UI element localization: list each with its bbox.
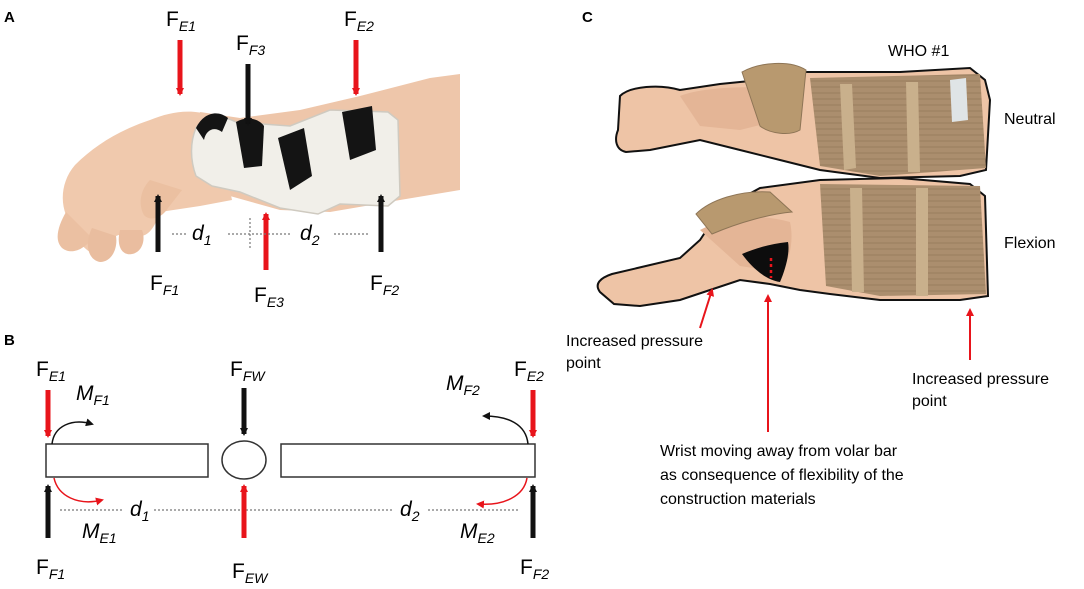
beam-right [280, 443, 536, 478]
moment-arc-mf2 [482, 412, 529, 445]
label-me2-b: ME2 [460, 520, 495, 546]
wrist-joint [221, 440, 267, 480]
label-d2-b: d2 [400, 498, 420, 524]
label-fe1-a: FE1 [166, 8, 196, 34]
moment-arc-mf1 [51, 418, 94, 445]
panel-c-pointers [699, 288, 974, 432]
moment-arc-me2 [476, 477, 528, 509]
panel-label-a: A [4, 9, 15, 26]
label-d1-b: d1 [130, 498, 149, 524]
label-mf2-b: MF2 [446, 372, 480, 398]
label-fe2-a: FE2 [344, 8, 374, 34]
label-ff1-a: FF1 [150, 272, 179, 298]
label-me1-b: ME1 [82, 520, 117, 546]
label-ff2-b: FF2 [520, 556, 549, 582]
who-title: WHO #1 [888, 43, 949, 60]
panel-b-force-arrows [44, 388, 537, 538]
label-fe3-a: FE3 [254, 284, 284, 310]
beam-left [45, 443, 209, 478]
annotation-pressure-left: Increased pressure point [566, 333, 707, 372]
neutral-brace-illustration [615, 62, 992, 180]
label-flexion: Flexion [1004, 235, 1056, 252]
panel-b-beam-model [45, 440, 536, 511]
pointer-pressure-left [699, 288, 715, 329]
label-neutral: Neutral [1004, 111, 1056, 128]
label-d1-a: d1 [192, 222, 211, 248]
label-ff3-a: FF3 [236, 32, 265, 58]
label-ff1-b: FF1 [36, 556, 65, 582]
panel-label-b: B [4, 332, 15, 349]
panel-a-force-arrows [154, 40, 385, 270]
moment-arc-me1 [53, 477, 104, 506]
label-d2-a: d2 [300, 222, 320, 248]
label-few-b: FEW [232, 560, 269, 586]
wrist-hand-illustration [57, 74, 460, 262]
label-mf1-b: MF1 [76, 382, 110, 408]
annotation-pressure-right: Increased pressure point [912, 371, 1053, 410]
label-fe1-b: FE1 [36, 358, 66, 384]
annotation-wrist-moving: Wrist moving away from volar bar as cons… [660, 443, 908, 508]
label-ffw-b: FFW [230, 358, 266, 384]
label-ff2-a: FF2 [370, 272, 399, 298]
flexion-brace-illustration [596, 176, 990, 308]
label-fe2-b: FE2 [514, 358, 544, 384]
panel-label-c: C [582, 9, 593, 26]
